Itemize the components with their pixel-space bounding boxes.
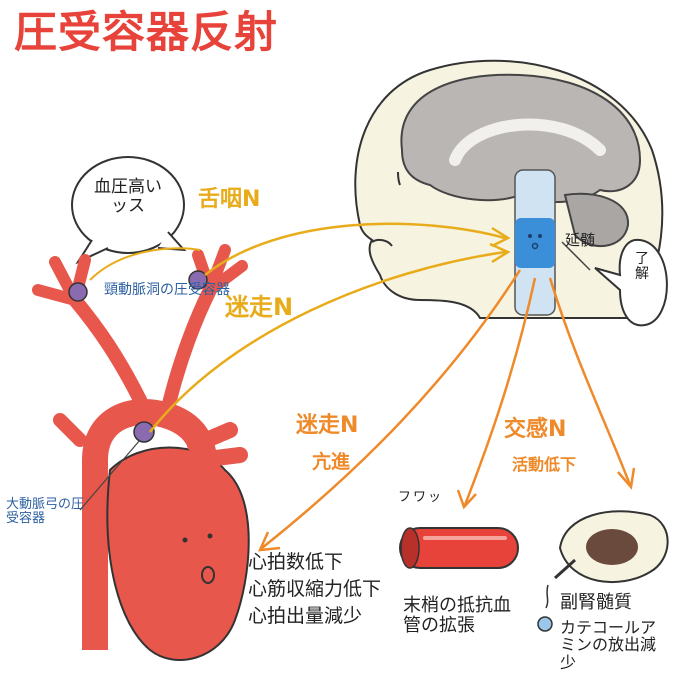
afferent-arrow-glossopharyngeal — [204, 222, 506, 276]
vessel-sound-effect: フワッ — [398, 490, 444, 505]
catecholamine-drip — [545, 584, 549, 609]
medulla-face-eye — [528, 234, 532, 238]
heart-effect-item: 心拍数低下 — [248, 551, 344, 573]
arrowhead — [617, 467, 636, 490]
sympathetic-effect: 活動低下 — [512, 455, 577, 474]
carotid-receptor-label: 頸動脈洞の圧受容器 — [104, 282, 230, 298]
head-eye — [397, 171, 401, 186]
aortic-receptor-label: 大動脈弓の圧受容器 — [6, 497, 85, 527]
adrenal-title: 副腎髄質 — [560, 592, 632, 613]
speech-bubble — [71, 156, 185, 254]
arrowhead — [489, 242, 511, 264]
medulla-label: 延髄 — [565, 231, 596, 249]
heart-face-eye — [207, 533, 213, 539]
adrenal-medulla — [586, 529, 638, 565]
vagus-afferent-label: 迷走N — [225, 293, 294, 321]
heart-face-eye — [182, 537, 188, 543]
glossopharyngeal-nerve-label: 舌咽N — [198, 187, 261, 212]
afferent-arrow-carotid — [89, 247, 201, 281]
resistance-vessel-end — [400, 527, 420, 569]
brain — [400, 73, 642, 203]
speech-bubble-text: 血圧高いッス — [94, 177, 162, 216]
diagram-title: 圧受容器反射 — [14, 8, 278, 58]
aortic-arch-receptor — [133, 421, 155, 443]
common-carotid-artery — [68, 293, 147, 407]
understood-bubble — [594, 238, 668, 327]
heart-vessel — [187, 422, 248, 468]
heart-effect-item: 心拍出量減少 — [248, 604, 363, 627]
carotid-sinus-receptor — [188, 270, 208, 290]
heart-effect-item: 心筋収縮力低下 — [248, 577, 382, 600]
heart-face-mouth — [201, 566, 215, 584]
medulla-pointer — [561, 241, 591, 271]
cerebellum — [563, 192, 630, 248]
vagus-efferent-effect: 亢進 — [312, 451, 351, 473]
heart-effects-list: 心拍数低下 心筋収縮力低下 心拍出量減少 — [248, 552, 381, 633]
aortic-receptor-pointer — [79, 439, 141, 511]
corpus-callosum — [449, 118, 606, 166]
catecholamine-drop — [537, 616, 553, 632]
sympathetic-nerve-label: 交感N — [504, 417, 567, 442]
afferent-arrow-vagus — [149, 250, 506, 433]
adrenal-effect-label: 副腎髄質 カテコールアミンの放出減少 — [560, 593, 670, 678]
medulla-face-mouth — [531, 242, 539, 250]
efferent-arrow-adrenal — [548, 277, 632, 486]
carotid-sinus-receptor — [68, 282, 88, 302]
head-mouth — [371, 238, 393, 247]
efferent-arrow-vessel — [463, 277, 537, 506]
heart — [106, 446, 250, 661]
adrenal-vessel — [553, 558, 577, 580]
vagus-efferent-label: 迷走N — [296, 413, 359, 438]
arrowhead — [257, 531, 281, 552]
medulla-face-eye — [538, 234, 542, 238]
vessel-effect-label: 末梢の抵抗血管の拡張 — [403, 595, 511, 636]
adrenal-line: カテコールアミンの放出減少 — [560, 617, 657, 672]
arrowhead — [456, 489, 477, 510]
arrowhead — [491, 226, 511, 248]
understood-bubble-text: 了解 — [635, 251, 649, 283]
efferent-arrow-vagus — [261, 269, 522, 549]
common-carotid-artery — [163, 283, 217, 407]
